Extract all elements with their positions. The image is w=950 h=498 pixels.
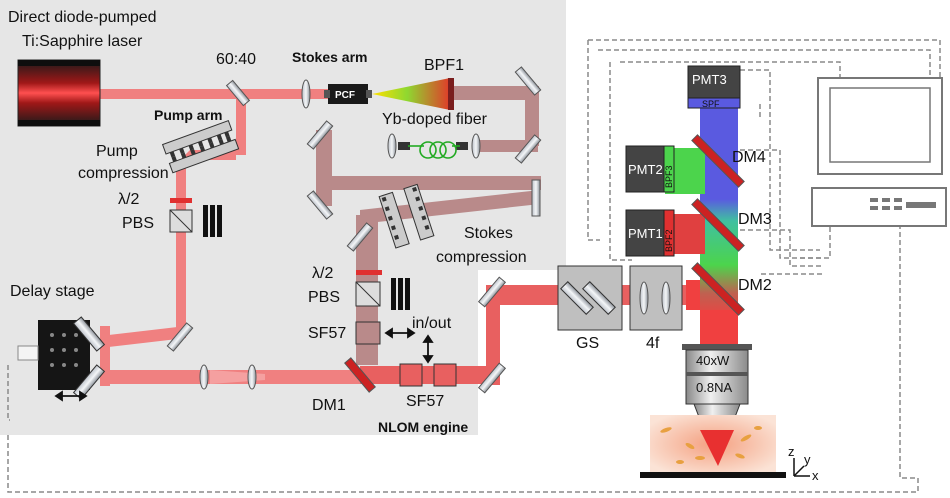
yb-doped-fiber <box>387 133 481 159</box>
supercontinuum-cone <box>372 78 450 110</box>
pump-compression-label-1: Pump <box>96 143 138 160</box>
axis-x-label: x <box>812 468 819 483</box>
splitter-label: 60:40 <box>216 51 256 68</box>
stokes-compression-label-2: compression <box>436 249 527 266</box>
sf57-glass-lower-2 <box>433 363 457 387</box>
mirror-top-right <box>514 66 542 96</box>
sf57-lower-arrow <box>422 334 434 364</box>
dm4-label: DM4 <box>732 149 766 166</box>
galvo-scanner <box>557 265 623 331</box>
halfwave-plate-mid <box>356 270 382 275</box>
delay-stage-arrow <box>54 390 88 402</box>
mirror-pump-lower <box>166 322 194 352</box>
computer-icon <box>811 77 947 227</box>
telescope-lens-2 <box>247 364 257 390</box>
pbs-mid-label: PBS <box>308 289 340 306</box>
bpf2-label: BPF2 <box>664 229 674 252</box>
pump-compression-gratings <box>161 120 240 174</box>
delay-stage-label: Delay stage <box>10 283 95 300</box>
halfwave-left-label: λ/2 <box>118 191 139 208</box>
stokes-compression-label-1: Stokes <box>464 225 513 242</box>
beamsplitter-60-40 <box>225 79 251 107</box>
dm3-mirror <box>691 198 745 252</box>
nlom-engine-enclosure <box>0 0 566 435</box>
pmt1-label: PMT1 <box>628 226 663 241</box>
axis-z-label: z <box>788 444 795 459</box>
dm2-label: DM2 <box>738 277 772 294</box>
spf-label: SPF <box>702 99 720 109</box>
pmt3-label: PMT3 <box>692 72 727 87</box>
sf57-in-out-arrow <box>384 327 416 339</box>
objective-na-label: 0.8NA <box>696 380 732 395</box>
beam-dump-mid <box>391 278 410 310</box>
mirror-stokes-loop-1 <box>306 120 334 150</box>
dm3-label: DM3 <box>738 211 772 228</box>
bpf1-filter <box>448 78 454 110</box>
sf57-lower-label: SF57 <box>406 393 444 410</box>
pmt3-detector <box>687 65 741 109</box>
laser-label-line2: Ti:Sapphire laser <box>22 33 143 50</box>
dm2-mirror <box>691 262 745 316</box>
bpf3-label: BPF3 <box>664 165 674 188</box>
sf57-glass-upper <box>355 321 381 345</box>
sf57-glass-lower-1 <box>399 363 423 387</box>
pmt1-detector <box>625 209 675 257</box>
mirror-stokes-loop-3 <box>531 179 541 217</box>
stokes-arm-label: Stokes arm <box>292 49 367 65</box>
in-out-label: in/out <box>412 315 452 332</box>
pmt2-label: PMT2 <box>628 162 663 177</box>
stokes-compression-gratings <box>378 183 435 249</box>
four-f-label: 4f <box>646 335 660 352</box>
mirror-stokes-loop-4 <box>346 222 374 252</box>
pcf-fiber <box>328 84 368 104</box>
sf57-upper-label: SF57 <box>308 325 346 342</box>
pbs-left <box>169 209 193 233</box>
halfwave-plate-left <box>170 198 192 203</box>
pump-compression-label-2: compression <box>78 165 169 182</box>
halfwave-mid-label: λ/2 <box>312 265 333 282</box>
telescope-lens-1 <box>199 364 209 390</box>
dm1-label: DM1 <box>312 397 346 414</box>
focal-cone <box>700 430 734 466</box>
sample-particles <box>660 426 762 464</box>
stokes-coupling-lens <box>301 79 311 109</box>
mirror-exit-upper <box>477 276 507 308</box>
four-f-relay <box>629 265 683 331</box>
pcf-label: PCF <box>335 90 355 101</box>
sample-stage <box>640 472 786 478</box>
yb-fiber-label: Yb-doped fiber <box>382 111 488 128</box>
bpf1-label: BPF1 <box>424 57 464 74</box>
mirror-exit-lower <box>477 362 507 394</box>
xyz-axis-marker <box>793 458 810 477</box>
laser-head <box>17 59 101 127</box>
pump-arm-label: Pump arm <box>154 107 222 123</box>
gs-label: GS <box>576 335 599 352</box>
beam-dump-left <box>203 205 222 237</box>
mirror-right-lower <box>514 134 542 164</box>
axis-y-label: y <box>804 452 811 467</box>
pmt2-detector <box>625 145 675 193</box>
nlom-engine-label: NLOM engine <box>378 419 468 435</box>
pbs-mid <box>355 281 381 307</box>
mirror-stokes-loop-2 <box>306 190 334 220</box>
delay-stage <box>17 316 106 400</box>
dm1-mirror <box>344 357 376 393</box>
objective-mag-label: 40xW <box>696 353 730 368</box>
laser-label-line1: Direct diode-pumped <box>8 9 157 26</box>
pbs-left-label: PBS <box>122 215 154 232</box>
dm4-mirror <box>691 134 745 188</box>
